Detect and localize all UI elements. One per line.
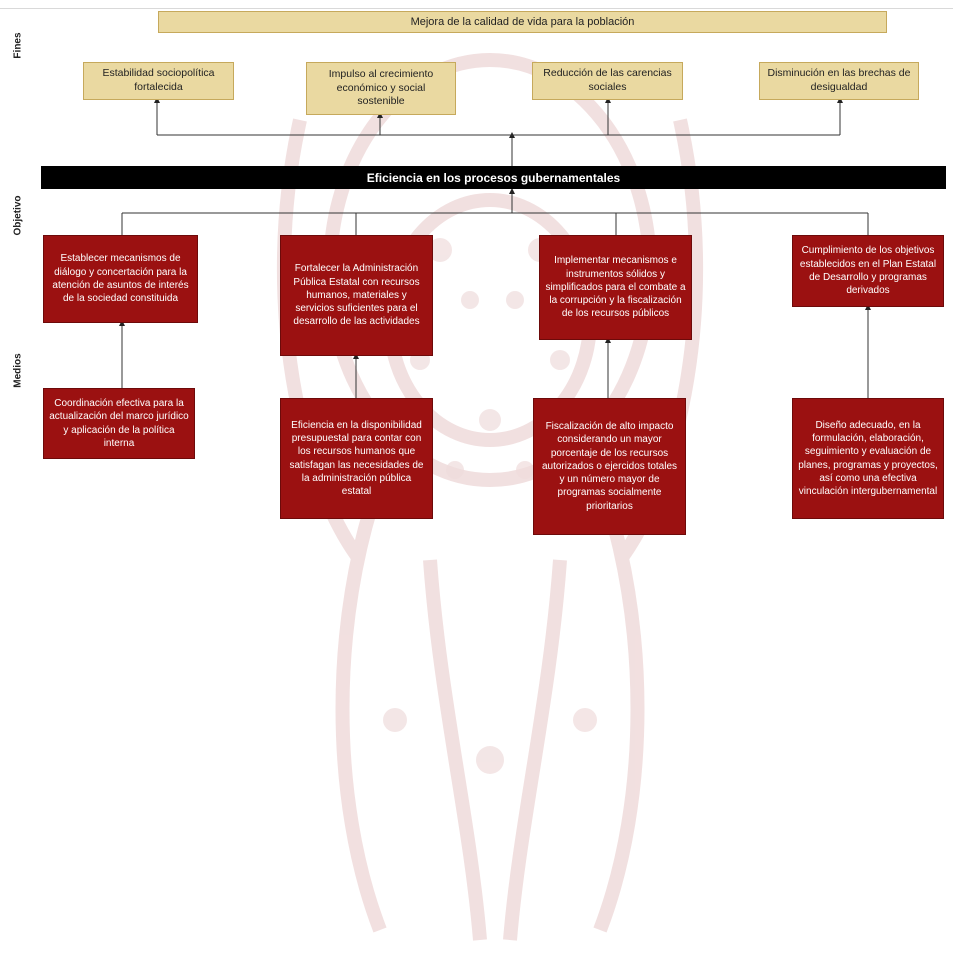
fin-principal-box: Mejora de la calidad de vida para la pob… [158, 11, 887, 33]
fin-box-4: Disminución en las brechas de desigualda… [759, 62, 919, 100]
medio-box-4: Cumplimiento de los objetivos establecid… [792, 235, 944, 307]
fin-box-1: Estabilidad sociopolítica fortalecida [83, 62, 234, 100]
medio-box-1: Establecer mecanismos de diálogo y conce… [43, 235, 198, 323]
side-label-objetivo: Objetivo [12, 195, 24, 236]
objetivo-bar: Eficiencia en los procesos gubernamental… [41, 166, 946, 189]
side-label-fines: Fines [12, 32, 24, 59]
medio-box-3: Implementar mecanismos e instrumentos só… [539, 235, 692, 340]
side-label-medios: Medios [12, 353, 24, 388]
submedio-box-4: Diseño adecuado, en la formulación, elab… [792, 398, 944, 519]
fin-box-3: Reducción de las carencias sociales [532, 62, 683, 100]
medio-box-2: Fortalecer la Administración Pública Est… [280, 235, 433, 356]
submedio-box-2: Eficiencia en la disponibilidad presupue… [280, 398, 433, 519]
top-rule [0, 8, 953, 9]
fin-box-2: Impulso al crecimiento económico y socia… [306, 62, 456, 115]
submedio-box-3: Fiscalización de alto impacto consideran… [533, 398, 686, 535]
submedio-box-1: Coordinación efectiva para la actualizac… [43, 388, 195, 459]
